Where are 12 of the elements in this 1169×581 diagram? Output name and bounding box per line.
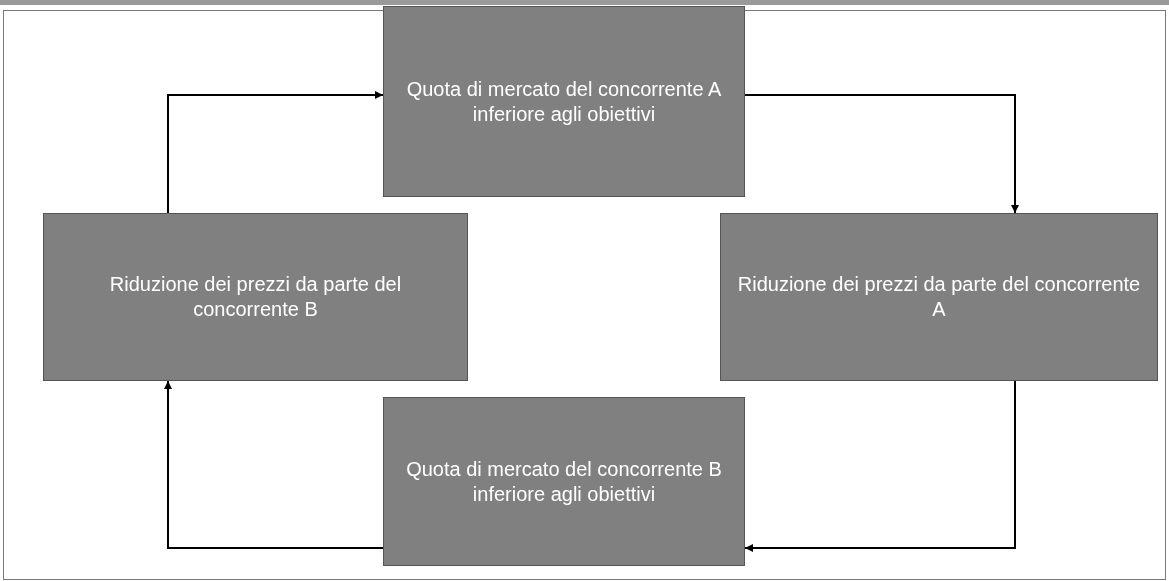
box-text: Riduzione dei prezzi da parte del concorrente B [108,272,403,322]
box-text: Riduzione dei prezzi da parte del concorrente A [737,272,1141,322]
process-box [720,213,1158,381]
process-box [383,397,745,566]
process-box [383,6,745,197]
arrow [167,91,384,214]
arrow [744,380,1016,552]
arrow [744,94,1019,214]
arrow [164,380,384,549]
box-text: Quota di mercato del concorrente B inferiore agli obiettivi [405,456,723,507]
process-box [43,213,468,381]
box-text: Quota di mercato del concorrente A inferiore agli obiettivi [405,76,723,127]
